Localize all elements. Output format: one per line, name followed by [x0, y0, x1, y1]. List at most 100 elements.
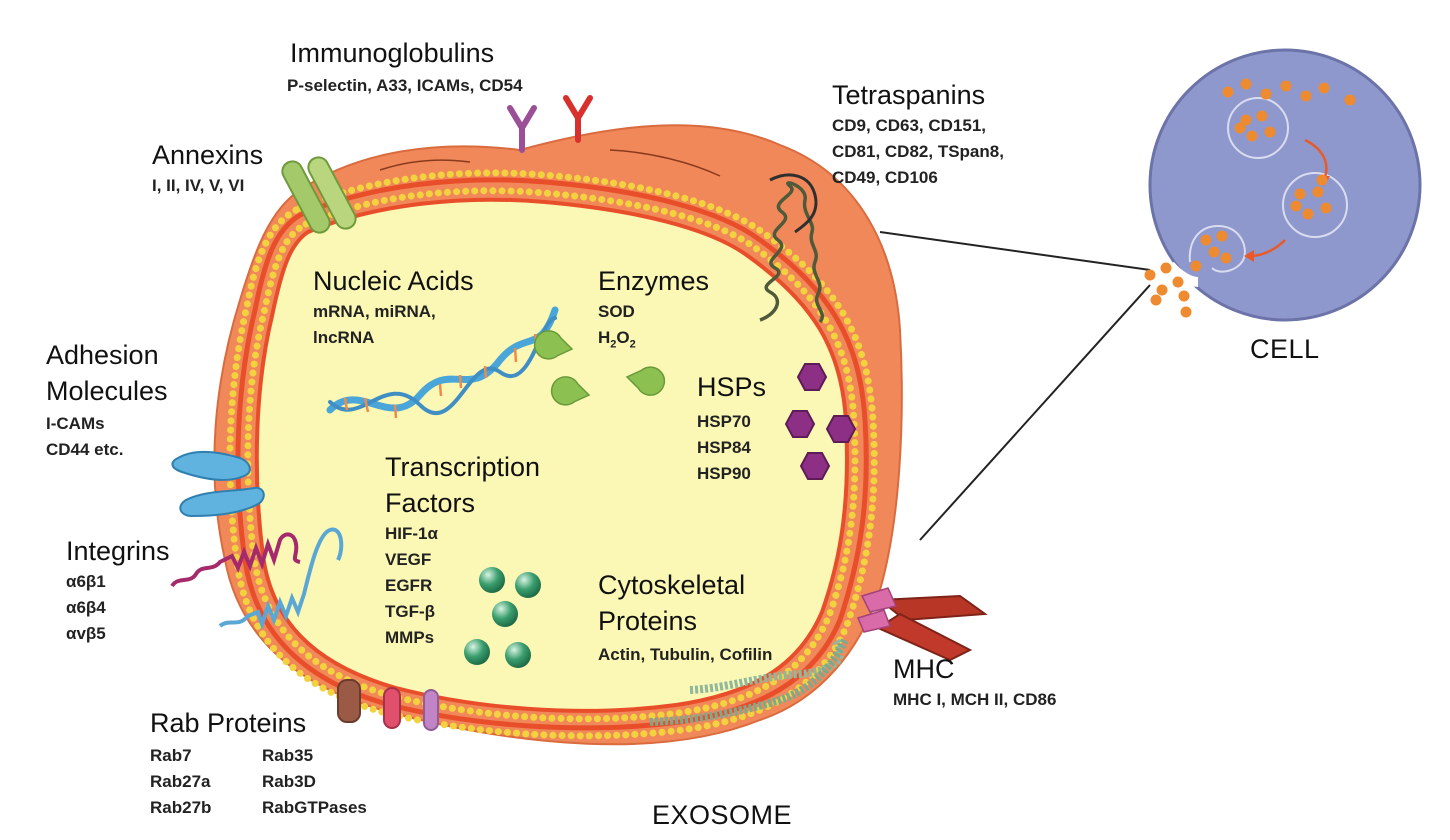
adhesion-title-1: Adhesion	[46, 340, 159, 370]
mhc-items: MHC I, MCH II, CD86	[893, 690, 1057, 709]
integrin-beta	[218, 527, 344, 631]
exosome-dot	[1220, 252, 1232, 264]
trafficking-arrowhead	[1244, 250, 1254, 262]
exosome-dot	[1264, 126, 1276, 138]
nucleic-acids-title: Nucleic Acids	[313, 266, 474, 296]
exosome-dot	[1260, 88, 1272, 100]
hsps-line2: HSP84	[697, 438, 751, 457]
exosome-dot	[1190, 260, 1202, 272]
cytoskeletal-items: Actin, Tubulin, Cofilin	[598, 645, 773, 664]
lipid-heads-outer	[226, 169, 878, 740]
tetraspanin-coil-strand	[769, 173, 818, 234]
transcription-item: MMPs	[385, 628, 435, 647]
cytoskeletal-title-1: Cytoskeletal	[598, 570, 746, 600]
exosome-dot	[1200, 234, 1212, 246]
annexin-protein	[281, 160, 331, 234]
cytoskeletal-title-2: Proteins	[598, 606, 698, 636]
rab-col1-item: Rab7	[150, 746, 192, 765]
annexins-items: I, II, IV, V, VI	[152, 176, 245, 195]
adhesion-molecule	[171, 450, 251, 481]
immunoglobulin-red	[563, 95, 593, 143]
hsps-line3: HSP90	[697, 464, 751, 483]
exosome-dot	[1316, 174, 1328, 186]
immunoglobulin-purple	[507, 105, 537, 153]
transcription-title-1: Transcription	[385, 452, 541, 482]
exosome-dot	[1256, 110, 1268, 122]
cytoskeletal-filament	[649, 638, 849, 726]
tf-sphere	[492, 601, 518, 627]
hsp-hexagon	[784, 410, 816, 438]
exosome-dot	[1208, 246, 1220, 258]
enzyme-shape	[625, 366, 666, 396]
hsp-hexagon	[825, 415, 857, 443]
adhesion-line2: CD44 etc.	[46, 440, 124, 459]
lipid-heads-inner	[244, 187, 859, 723]
exosome-dot	[1320, 202, 1332, 214]
tetraspanins-line2: CD81, CD82, TSpan8,	[832, 142, 1004, 161]
rab-col2-item: Rab35	[262, 746, 314, 765]
membrane-wrinkle	[379, 159, 471, 171]
exosome-dot	[1280, 80, 1292, 92]
dna-strand-2	[328, 316, 557, 416]
tf-sphere	[464, 639, 490, 665]
cell-exosome-dots	[1144, 78, 1356, 318]
h2o2-o: O	[616, 328, 630, 347]
rab-col2-item: RabGTPases	[262, 798, 367, 817]
nucleic-acids-line2: lncRNA	[313, 328, 375, 347]
adhesion-title-2: Molecules	[46, 376, 168, 406]
tf-sphere	[515, 572, 541, 598]
rab-protein-brown	[337, 679, 361, 723]
tf-sphere	[479, 567, 505, 593]
enzymes-title: Enzymes	[598, 266, 710, 296]
transcription-title-2: Factors	[385, 488, 476, 518]
tetraspanin-coil	[759, 181, 824, 324]
mhc-pink-part	[860, 587, 898, 613]
integrin-alpha	[170, 532, 301, 588]
exosome-dot	[1156, 284, 1168, 296]
hsps-line1: HSP70	[697, 412, 751, 431]
exosome-dot	[1160, 262, 1172, 274]
annexins-title: Annexins	[152, 140, 264, 170]
exosome-dot	[1302, 208, 1314, 220]
annexin-protein	[307, 156, 357, 230]
hsp-hexagon	[799, 452, 831, 480]
connector-line-top	[879, 231, 1151, 271]
exosome-label: EXOSOME	[652, 800, 793, 830]
transcription-item: VEGF	[385, 550, 432, 569]
exosome-dot	[1240, 114, 1252, 126]
transcription-item: TGF-β	[385, 602, 436, 621]
transcription-item: EGFR	[385, 576, 433, 595]
hsps-title: HSPs	[697, 372, 767, 402]
exosome-dot	[1318, 82, 1330, 94]
integrins-line3: αvβ5	[66, 624, 106, 643]
hsp-hexagon	[796, 363, 828, 391]
tetraspanins-title: Tetraspanins	[832, 80, 986, 110]
exosome-dot	[1180, 306, 1192, 318]
exosome-dot	[1300, 90, 1312, 102]
h2o2-sub1: 2	[610, 338, 617, 351]
rab-col1-item: Rab27a	[150, 772, 211, 791]
immunoglobulins-title: Immunoglobulins	[290, 38, 495, 68]
exosome-dot	[1222, 86, 1234, 98]
adhesion-line1: I-CAMs	[46, 414, 105, 433]
exosome-dot	[1294, 188, 1306, 200]
enzymes-line1: SOD	[598, 302, 635, 321]
enzyme-shape	[550, 376, 591, 406]
enzyme-shape	[533, 330, 574, 360]
tetraspanins-line3: CD49, CD106	[832, 168, 938, 187]
rab-col2-item: Rab3D	[262, 772, 316, 791]
rab-protein-lilac	[423, 689, 439, 731]
transcription-item: HIF-1α	[385, 524, 438, 543]
vesicle-body	[1227, 97, 1289, 159]
exosome-dot	[1240, 78, 1252, 90]
nucleic-acids-line1: mRNA, miRNA,	[313, 302, 436, 321]
tetraspanins-line1: CD9, CD63, CD151,	[832, 116, 987, 135]
integrins-line1: α6β1	[66, 572, 106, 591]
enzymes-line2: H2O2	[598, 326, 636, 356]
mhc-title: MHC	[893, 654, 955, 684]
exosome-dot	[1150, 294, 1162, 306]
integrins-title: Integrins	[66, 536, 170, 566]
h2o2-h: H	[598, 328, 611, 347]
immunoglobulins-items: P-selectin, A33, ICAMs, CD54	[287, 76, 523, 95]
